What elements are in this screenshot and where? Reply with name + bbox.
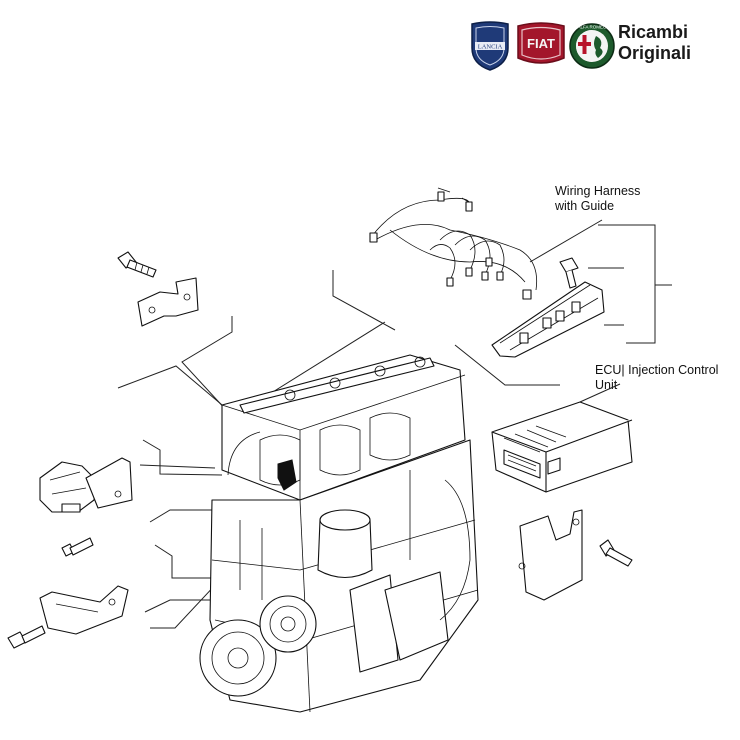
rail-bolt [559,257,579,289]
alfa-romeo-logo: ALFA ROMEO [569,23,615,69]
ecu-label-line-1: ECU| Injection Control [595,363,719,377]
fiat-logo: FIAT [517,22,565,64]
wiring-harness-label: Wiring Harness with Guide [555,184,685,214]
brand-logos: LANCIA FIAT ALFA ROMEO [471,21,615,71]
wiring-harness [369,187,538,300]
ecu-label-line-2: Unit [595,378,618,392]
svg-text:LANCIA: LANCIA [478,44,503,51]
brand-title: Ricambi Originali [618,22,691,64]
ecu-unit [491,401,633,493]
left-mid-bolt [61,537,94,557]
engine-assembly [199,354,479,713]
svg-text:ALFA ROMEO: ALFA ROMEO [577,25,607,30]
top-left-bracket [137,277,199,327]
brand-header: LANCIA FIAT ALFA ROMEO Ricambi Originali [466,18,728,74]
brand-line-1: Ricambi [618,22,689,42]
harness-guide-rail [491,281,605,358]
wiring-harness-label-line-2: with Guide [555,199,615,213]
brand-line-2: Originali [618,43,692,63]
ecu-label: ECU| Injection Control Unit [595,363,740,393]
bottom-left-bracket [39,585,129,635]
ecu-bracket [518,509,583,601]
left-sensor-assembly [39,457,133,513]
lancia-logo: LANCIA [471,21,509,71]
svg-text:FIAT: FIAT [527,36,555,51]
wiring-harness-label-line-1: Wiring Harness [555,184,641,198]
bottom-left-bolt [7,625,46,649]
ecu-bolt [599,539,633,567]
top-left-bolt [117,251,157,278]
